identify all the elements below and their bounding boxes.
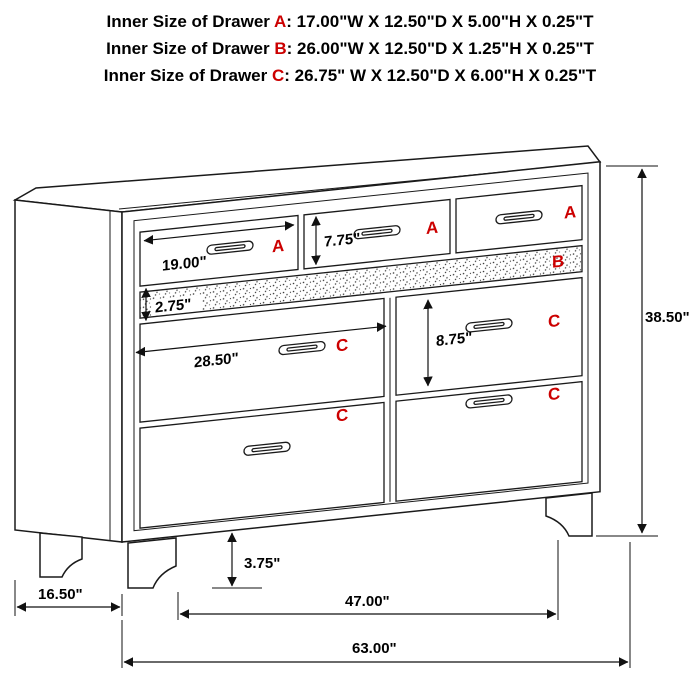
label-drawer-c-right2: C (548, 384, 560, 404)
handle-c-left2 (243, 441, 291, 456)
drawer-b-glitter-texture (140, 245, 582, 319)
handle-a2 (353, 225, 401, 240)
dim-leg-height-label: 3.75" (244, 555, 280, 572)
front-left-foot (127, 537, 177, 589)
line-a-rest: : 17.00"W X 12.50"D X 5.00"H X 0.25"T (286, 12, 594, 31)
handle-a3 (495, 210, 543, 225)
line-a-prefix: Inner Size of Drawer (106, 12, 274, 31)
line-b-prefix: Inner Size of Drawer (106, 39, 275, 58)
line-c-letter: C (271, 66, 285, 85)
label-drawer-c-right1: C (548, 311, 560, 331)
dim-drawer-c-width: 28.50" (135, 322, 387, 372)
line-b-letter: B (274, 39, 287, 58)
dim-base-width-label: 47.00" (345, 593, 390, 610)
dim-drawer-c-height-label: 8.75" (436, 329, 472, 350)
inner-size-line-b: Inner Size of Drawer B: 26.00"W X 12.50"… (0, 35, 700, 62)
front-inner-frame (133, 172, 589, 532)
label-drawer-c-left2: C (336, 405, 348, 425)
line-b-rest: : 26.00"W X 12.50"D X 1.25"H X 0.25"T (286, 39, 594, 58)
dim-side-depth: 16.50" (14, 580, 123, 616)
dim-drawer-a-height-label: 7.75" (324, 230, 360, 251)
dim-overall-width-label: 63.00" (352, 640, 397, 657)
dim-side-depth-label: 16.50" (38, 586, 83, 603)
handle-c-right1 (465, 318, 513, 333)
handle-c-right2 (465, 394, 513, 409)
dim-drawer-a-width-label: 19.00" (162, 253, 207, 275)
label-drawer-a3: A (564, 202, 576, 222)
inner-size-line-a: Inner Size of Drawer A: 17.00"W X 12.50"… (0, 8, 700, 35)
dim-drawer-b-height-label: 2.75" (155, 296, 191, 317)
dresser-side-panel (14, 199, 123, 543)
dim-drawer-c-height: 8.75" (423, 299, 472, 387)
dim-leg-height: 3.75" (212, 532, 280, 589)
inner-size-header: Inner Size of Drawer A: 17.00"W X 12.50"… (0, 8, 700, 89)
line-c-rest: : 26.75" W X 12.50"D X 6.00"H X 0.25"T (284, 66, 597, 85)
dresser-front-face: A A A B C C C C 19.00" 7.75" 2.75" (121, 160, 601, 543)
side-left-foot (39, 532, 83, 578)
front-right-foot (545, 492, 593, 537)
drawer-c-left2 (139, 401, 385, 529)
label-drawer-b: B (552, 252, 564, 272)
label-drawer-a2: A (426, 218, 438, 238)
dim-overall-height-label: 38.50" (645, 309, 690, 326)
inner-size-line-c: Inner Size of Drawer C: 26.75" W X 12.50… (0, 62, 700, 89)
label-drawer-c-left1: C (336, 335, 348, 355)
line-a-letter: A (274, 12, 287, 31)
dim-overall-height: 38.50" (596, 165, 690, 537)
dim-drawer-a-width: 19.00" (143, 221, 295, 275)
drawer-c-right2 (395, 380, 583, 502)
dim-drawer-c-width-label: 28.50" (194, 350, 239, 372)
dim-overall-width: 63.00" (121, 542, 631, 668)
dim-drawer-b-height: 2.75" (141, 287, 202, 322)
label-drawer-a1: A (272, 236, 284, 256)
dim-base-width: 47.00" (177, 540, 559, 620)
drawer-c-right1 (395, 276, 583, 396)
dim-drawer-a-height: 7.75" (311, 216, 360, 266)
line-c-prefix: Inner Size of Drawer (103, 66, 272, 85)
